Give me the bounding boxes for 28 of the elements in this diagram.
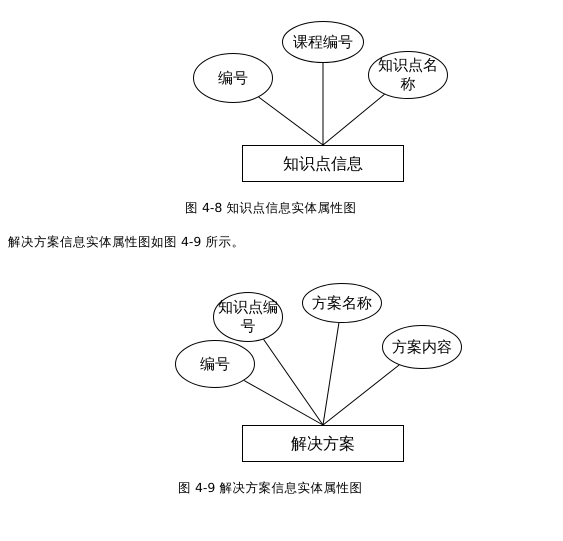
connector-line <box>322 62 324 146</box>
attribute-name: 编号 <box>200 354 230 374</box>
entity-name: 解决方案 <box>291 434 355 454</box>
attribute-name: 知识点名称 <box>377 56 439 94</box>
connector-line <box>322 322 340 426</box>
attribute-ellipse <box>213 292 283 342</box>
attribute-name: 方案内容 <box>392 338 452 356</box>
connector-line <box>322 94 385 146</box>
attribute-name: 方案名称 <box>312 294 372 312</box>
connector-line <box>263 338 324 426</box>
body-text: 解决方案信息实体属性图如图 4-9 所示。 <box>8 234 244 250</box>
attribute-ellipse <box>382 325 462 369</box>
entity-box <box>242 425 404 462</box>
figure-caption: 图 4-9 解决方案信息实体属性图 <box>178 480 362 496</box>
figure-caption: 图 4-8 知识点信息实体属性图 <box>185 200 356 216</box>
connector-line <box>244 380 324 426</box>
connector-line <box>258 96 324 146</box>
attribute-name: 知识点编号 <box>217 298 279 336</box>
attribute-ellipse <box>175 340 255 388</box>
attribute-ellipse <box>302 283 382 323</box>
attribute-ellipse <box>368 51 448 99</box>
attribute-name: 编号 <box>218 68 248 88</box>
connector-line <box>322 364 400 426</box>
attribute-ellipse <box>193 53 273 103</box>
entity-box <box>242 145 404 182</box>
attribute-name: 课程编号 <box>293 32 353 52</box>
entity-name: 知识点信息 <box>283 154 363 174</box>
attribute-ellipse <box>282 21 364 63</box>
